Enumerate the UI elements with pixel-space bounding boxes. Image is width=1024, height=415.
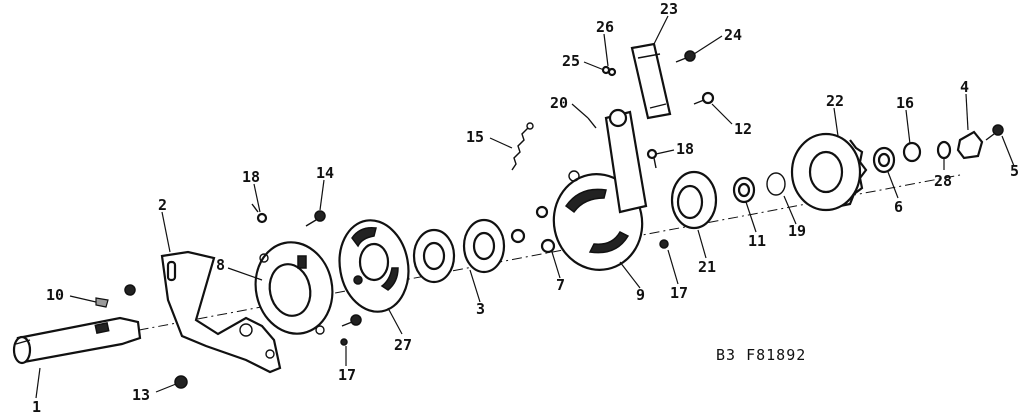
- link: [630, 42, 672, 120]
- spring: [511, 122, 534, 171]
- callout-26: 26: [596, 18, 614, 36]
- callout-3: 3: [476, 300, 485, 318]
- leader-lines: [35, 15, 1015, 399]
- callout-28: 28: [934, 172, 952, 190]
- callout-14: 14: [316, 164, 334, 182]
- nut-small: [124, 284, 136, 296]
- pin-eye: [646, 148, 658, 169]
- callout-17-right: 17: [670, 284, 688, 302]
- callout-27: 27: [394, 336, 412, 354]
- washer-flat: [936, 140, 952, 160]
- sprocket: [790, 132, 868, 212]
- bearing: [412, 218, 506, 284]
- bracket: [160, 250, 282, 374]
- callout-17-left: 17: [338, 366, 356, 384]
- callout-1: 1: [32, 398, 41, 415]
- callout-21: 21: [698, 258, 716, 276]
- callout-16: 16: [896, 94, 914, 112]
- pin: [659, 239, 669, 249]
- drawing-code: B3 F81892: [716, 346, 806, 364]
- callout-20: 20: [550, 94, 568, 112]
- callout-18-left: 18: [242, 168, 260, 186]
- callout-19: 19: [788, 222, 806, 240]
- washer-ring: [732, 176, 756, 204]
- callout-24: 24: [724, 26, 742, 44]
- callout-23: 23: [660, 0, 678, 18]
- callout-25: 25: [562, 52, 580, 70]
- callout-10: 10: [46, 286, 64, 304]
- pin-small: [587, 117, 597, 129]
- shaft: [12, 316, 142, 365]
- nut: [174, 375, 188, 389]
- callout-18-right: 18: [676, 140, 694, 158]
- callout-8: 8: [216, 256, 225, 274]
- callout-22: 22: [826, 92, 844, 110]
- bolt-small: [675, 50, 696, 63]
- callout-9: 9: [636, 286, 645, 304]
- nut: [956, 130, 984, 160]
- pin: [340, 314, 362, 346]
- screw: [693, 91, 715, 105]
- callout-5: 5: [1010, 162, 1019, 180]
- cam-plate: [338, 219, 410, 313]
- callout-4: 4: [960, 78, 969, 96]
- washer-small: [902, 141, 922, 163]
- callout-7: 7: [556, 276, 565, 294]
- callout-labels: 1 2 3 4 5 6 7 8 9 10 11 12 13 14 15 16 1…: [32, 0, 1019, 415]
- washer: [872, 146, 896, 174]
- pin-tiny: [601, 65, 617, 77]
- snap-ring: [766, 172, 786, 196]
- bolt: [985, 124, 1004, 141]
- screw-small: [305, 210, 326, 227]
- callout-2: 2: [158, 196, 167, 214]
- callout-11: 11: [748, 232, 766, 250]
- callout-15: 15: [466, 128, 484, 146]
- cup: [670, 170, 718, 230]
- callout-6: 6: [894, 198, 903, 216]
- callout-12: 12: [734, 120, 752, 138]
- pivot-arm: [552, 108, 648, 271]
- pin-eye: [251, 203, 268, 224]
- ball: [510, 205, 556, 254]
- hub-plate: [254, 241, 334, 335]
- callout-13: 13: [132, 386, 150, 404]
- key: [95, 297, 109, 308]
